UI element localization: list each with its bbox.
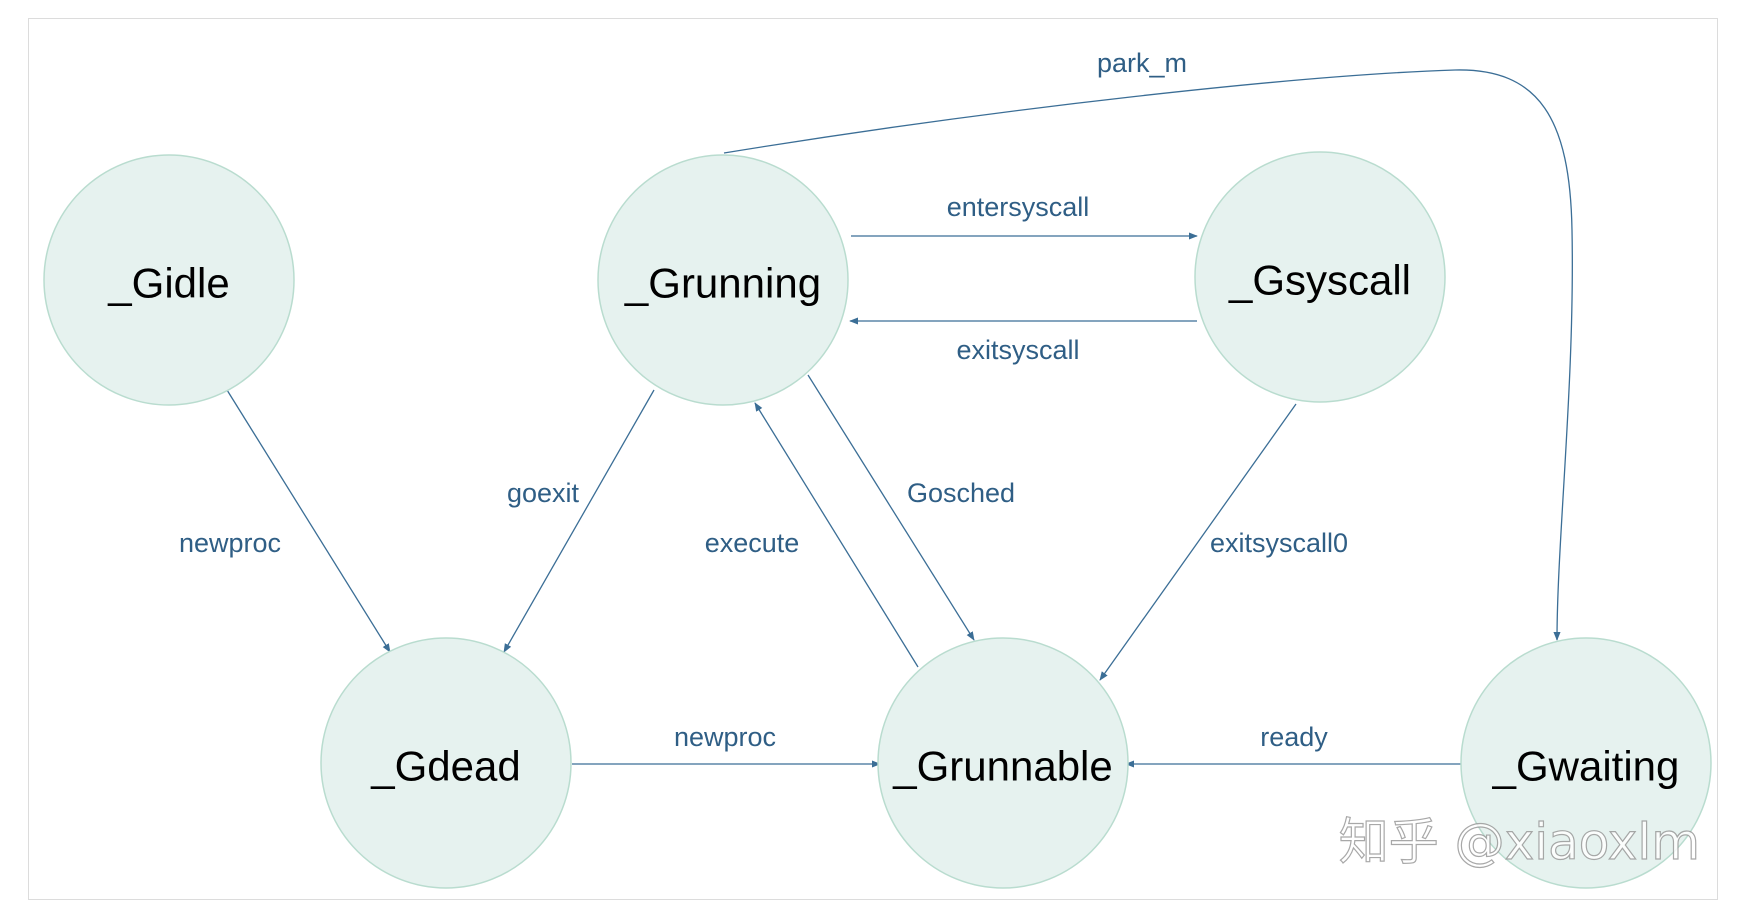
node-grunning: _Grunning <box>597 154 849 406</box>
edges: newproc goexit execute Gosched entersysc… <box>179 48 1573 768</box>
edge-park-m: park_m <box>723 48 1573 641</box>
node-label: _Grunnable <box>892 743 1113 790</box>
edge-label: newproc <box>674 722 776 752</box>
node-gidle: _Gidle <box>43 154 295 406</box>
edge-goexit: goexit <box>503 389 655 653</box>
diagram-frame <box>28 18 1718 900</box>
edge-exitsyscall: exitsyscall <box>849 317 1197 365</box>
edge-label: newproc <box>179 528 281 558</box>
node-label: _Gsyscall <box>1228 257 1411 304</box>
edge-label: entersyscall <box>947 192 1090 222</box>
edge-label: Gosched <box>907 478 1015 508</box>
nodes: _Gidle _Grunning _Gsyscall _Gdead _Grunn… <box>43 151 1712 889</box>
edge-newproc-gdead-grunnable: newproc <box>572 722 881 768</box>
node-label: _Grunning <box>624 260 821 307</box>
node-gdead: _Gdead <box>320 637 572 889</box>
node-label: _Gwaiting <box>1492 743 1680 790</box>
edge-label: park_m <box>1097 48 1187 78</box>
edge-label: exitsyscall <box>956 335 1079 365</box>
edge-newproc-gidle-gdead: newproc <box>179 389 391 653</box>
edge-entersyscall: entersyscall <box>851 192 1198 240</box>
edge-gosched: Gosched <box>807 374 1015 641</box>
edge-exitsyscall0: exitsyscall0 <box>1099 403 1348 681</box>
node-label: _Gdead <box>370 743 520 790</box>
node-gwaiting: _Gwaiting <box>1460 637 1712 889</box>
node-label: _Gidle <box>107 260 229 307</box>
edge-ready: ready <box>1125 722 1462 768</box>
watermark: 知乎 @xiaoxlm <box>1339 813 1700 871</box>
node-gsyscall: _Gsyscall <box>1194 151 1446 403</box>
edge-label: goexit <box>507 478 580 508</box>
edge-label: ready <box>1260 722 1328 752</box>
edge-label: exitsyscall0 <box>1210 528 1348 558</box>
edge-label: execute <box>705 528 800 558</box>
node-grunnable: _Grunnable <box>877 637 1129 889</box>
edge-execute: execute <box>705 402 919 668</box>
